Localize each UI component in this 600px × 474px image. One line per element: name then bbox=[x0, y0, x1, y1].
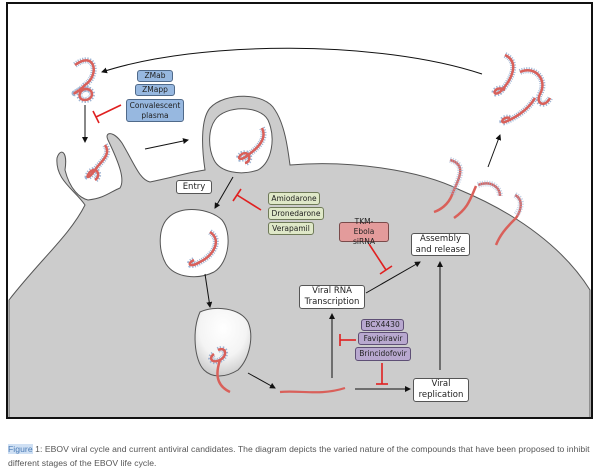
stage-viral-replication: Viral replication bbox=[413, 378, 469, 402]
stage-viral-rna-transcription: Viral RNA Transcription bbox=[299, 285, 365, 309]
caption-text: EBOV viral cycle and current antiviral c… bbox=[8, 444, 590, 468]
arrow-uncoating bbox=[247, 372, 276, 389]
inhibit-assembly bbox=[368, 243, 393, 275]
viral-rna-strand bbox=[279, 386, 346, 394]
virion-in-vesicle bbox=[186, 229, 219, 269]
endocytic-vesicle bbox=[209, 108, 273, 174]
arrow-endocytosis bbox=[144, 138, 189, 150]
diagram-canvas bbox=[6, 2, 593, 419]
drug-verapamil: Verapamil bbox=[268, 222, 314, 235]
drug-amiodarone: Amiodarone bbox=[268, 192, 320, 205]
host-cell bbox=[8, 95, 591, 419]
inhibit-transcription bbox=[339, 334, 356, 346]
virion-free bbox=[71, 57, 97, 104]
caption-label: Figure bbox=[8, 444, 33, 454]
drug-zmab: ZMab bbox=[137, 70, 173, 82]
released-virions bbox=[491, 52, 553, 126]
virion-attaching bbox=[84, 143, 111, 183]
drug-convalescent-plasma: Convalescent plasma bbox=[126, 99, 184, 122]
virion-in-endosome bbox=[236, 126, 267, 166]
drug-brincidofovir: Brincidofovir bbox=[355, 347, 411, 361]
arrow-release-to-reinfect bbox=[101, 47, 483, 75]
ebov-lifecycle-diagram: ZMab ZMapp Convalescent plasma Entry Ami… bbox=[6, 2, 593, 419]
drug-dronedarone: Dronedarone bbox=[268, 207, 324, 220]
figure-caption: Figure 1: EBOV viral cycle and current a… bbox=[8, 442, 594, 470]
inhibit-replication bbox=[376, 363, 388, 385]
stage-entry-label: Entry bbox=[176, 180, 212, 194]
arrow-entry bbox=[214, 176, 234, 209]
virion-uncoating bbox=[208, 346, 231, 394]
drug-zmapp: ZMapp bbox=[135, 84, 175, 96]
arrow-transcription-to-assembly bbox=[365, 261, 421, 294]
drug-favipiravir: Favipiravir bbox=[358, 332, 408, 345]
arrow-trafficking bbox=[204, 273, 213, 308]
stage-assembly-release: Assembly and release bbox=[411, 233, 470, 256]
endosome bbox=[159, 209, 229, 278]
drug-tkm-ebola-sirna: TKM-Ebola siRNA bbox=[339, 217, 389, 246]
inhibit-entry bbox=[232, 188, 262, 211]
budding-virions bbox=[433, 157, 524, 246]
arrow-budding-to-release bbox=[487, 134, 502, 168]
drug-bcx4430: BCX4430 bbox=[361, 319, 404, 331]
caption-number: 1: bbox=[35, 444, 43, 454]
inhibit-attachment bbox=[92, 104, 122, 124]
